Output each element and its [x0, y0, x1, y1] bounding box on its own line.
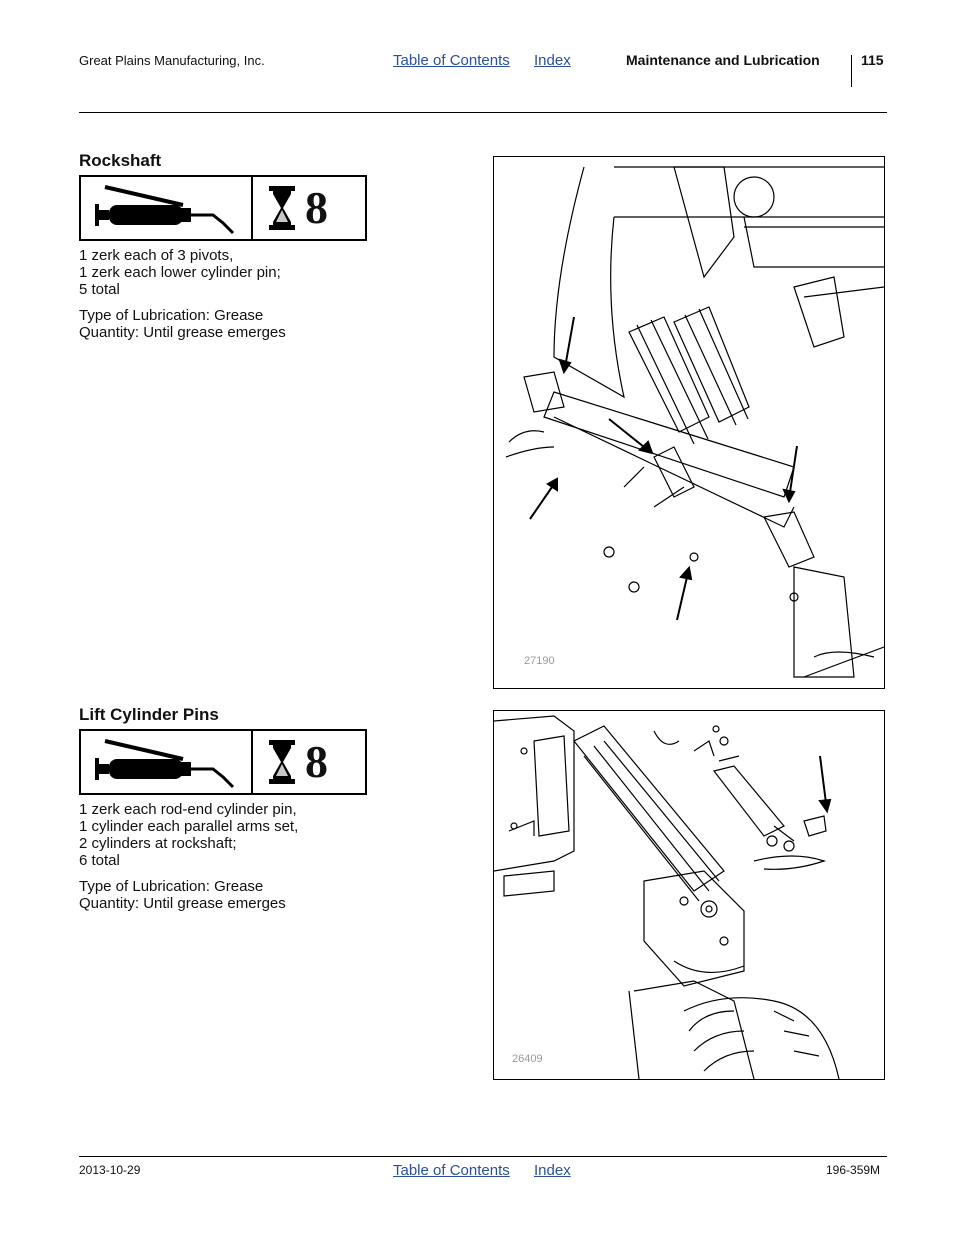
- lift-cylinder-description: 1 zerk each rod-end cylinder pin, 1 cyli…: [79, 801, 459, 912]
- section-title-header: Maintenance and Lubrication: [626, 52, 820, 68]
- zerk-line: 1 zerk each of 3 pivots,: [79, 247, 234, 264]
- lift-cylinder-diagram: 26409: [494, 715, 840, 1079]
- section-heading-rockshaft: Rockshaft: [79, 151, 162, 170]
- zerk-line: 1 zerk each lower cylinder pin;: [79, 264, 281, 281]
- zerk-line: 6 total: [79, 852, 120, 869]
- interval-hours: 8: [305, 182, 328, 233]
- lubrication-quantity: Quantity: Until grease emerges: [79, 895, 286, 912]
- lubrication-quantity: Quantity: Until grease emerges: [79, 324, 286, 341]
- grease-gun-icon: [81, 177, 253, 239]
- zerk-line: 5 total: [79, 281, 120, 298]
- zerk-line: 1 cylinder each parallel arms set,: [79, 818, 299, 835]
- document-number: 196-359M: [826, 1163, 881, 1177]
- hourglass-icon: [269, 740, 295, 784]
- footer-index-link[interactable]: Index: [534, 1162, 571, 1179]
- header-rule: [79, 112, 887, 113]
- grease-gun-icon: [81, 731, 253, 793]
- lubrication-type: Type of Lubrication: Grease: [79, 878, 264, 895]
- zerk-line: 1 zerk each rod-end cylinder pin,: [79, 801, 297, 818]
- rockshaft-diagram: 27190: [505, 166, 884, 678]
- lift-cylinder-figure: 26409: [493, 710, 885, 1080]
- lubrication-icon-box: 8: [79, 175, 367, 241]
- rockshaft-figure: 27190: [493, 156, 885, 689]
- footer-rule: [79, 1156, 887, 1157]
- footer-toc-link[interactable]: Table of Contents: [393, 1162, 510, 1179]
- zerk-line: 2 cylinders at rockshaft;: [79, 835, 237, 852]
- section-heading-lift-cylinder-pins: Lift Cylinder Pins: [79, 705, 219, 724]
- header-divider: [851, 55, 852, 87]
- interval-hours: 8: [305, 736, 328, 787]
- figure-number: 27190: [524, 655, 555, 667]
- footer-date: 2013-10-29: [79, 1163, 141, 1177]
- hourglass-icon: [269, 186, 295, 230]
- header-index-link[interactable]: Index: [534, 52, 571, 69]
- page-number: 115: [861, 52, 884, 68]
- rockshaft-description: 1 zerk each of 3 pivots, 1 zerk each low…: [79, 247, 459, 341]
- header-toc-link[interactable]: Table of Contents: [393, 52, 510, 69]
- company-name: Great Plains Manufacturing, Inc.: [79, 53, 265, 68]
- lubrication-type: Type of Lubrication: Grease: [79, 307, 264, 324]
- lubrication-icon-box: 8: [79, 729, 367, 795]
- figure-number: 26409: [512, 1053, 543, 1065]
